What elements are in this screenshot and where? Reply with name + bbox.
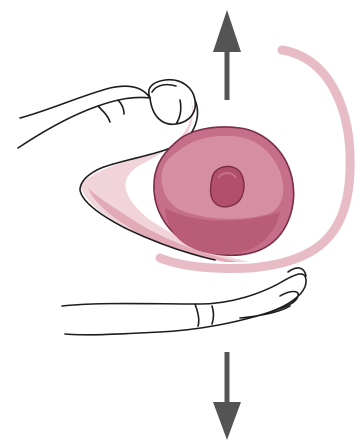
arrow-up-icon bbox=[213, 10, 241, 100]
nipple bbox=[211, 166, 244, 206]
lower-hand bbox=[62, 268, 306, 335]
arrow-down-icon bbox=[213, 352, 241, 440]
